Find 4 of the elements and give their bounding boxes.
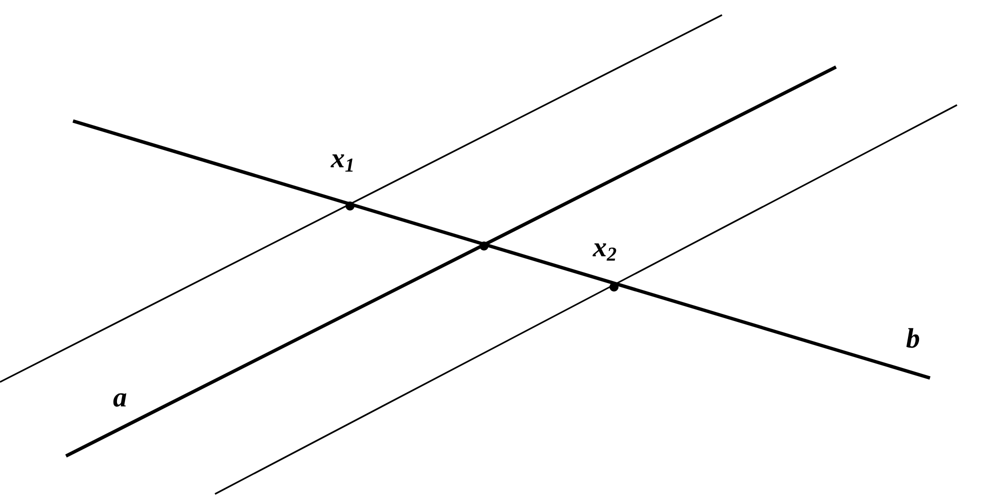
point-label: x$_{1}$: [330, 154, 353, 172]
point-label: a: [113, 393, 126, 407]
point-label: b: [906, 328, 920, 348]
point-label: x$_{2}$: [592, 243, 616, 261]
